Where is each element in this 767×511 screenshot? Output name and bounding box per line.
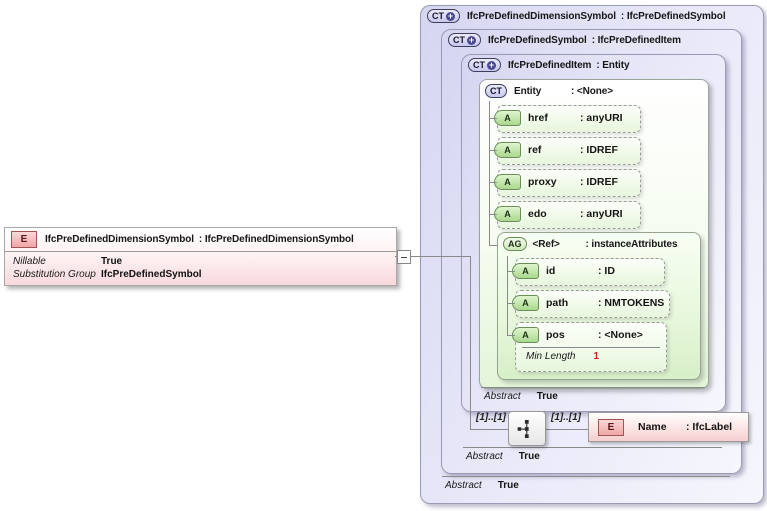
connector-line <box>507 303 515 304</box>
collapse-handle[interactable] <box>397 250 411 264</box>
facet-min-length: Min Length 1 <box>526 351 600 362</box>
cardinality-label: [1]..[1] <box>476 412 506 423</box>
connector-line <box>489 214 497 215</box>
property-row-substitution-group: Substitution Group IfcPreDefinedSymbol <box>13 269 202 280</box>
complextype-badge: CT <box>485 84 507 98</box>
connector-line <box>544 429 588 430</box>
attribute-badge: A <box>512 295 539 311</box>
complextype-header-middle[interactable]: CT+ IfcPreDefinedSymbol: IfcPreDefinedIt… <box>448 33 681 47</box>
connector-line <box>489 118 497 119</box>
element-badge: E <box>598 418 624 436</box>
attribute-badge: A <box>494 206 521 222</box>
entity-header[interactable]: CT Entity: <None> <box>485 84 613 98</box>
attribute-pos[interactable]: A pos: <None> Min Length 1 <box>512 322 667 372</box>
connector-line <box>470 256 471 430</box>
attribute-proxy[interactable]: A proxy: IDREF <box>494 169 641 197</box>
plus-icon[interactable]: + <box>446 11 455 21</box>
property-row-nillable: Nillable True <box>13 256 123 267</box>
element-badge: E <box>11 231 37 248</box>
cardinality-label: [1]..[1] <box>551 412 581 423</box>
plus-icon[interactable]: + <box>467 35 476 45</box>
attribute-id[interactable]: A id: ID <box>512 258 665 286</box>
element-header: E IfcPreDefinedDimensionSymbol: IfcPreDe… <box>5 228 396 252</box>
connector-line <box>489 101 490 246</box>
complextype-header-inner[interactable]: CT+ IfcPreDefinedItem: Entity <box>468 58 630 72</box>
attribute-ref[interactable]: A ref: IDREF <box>494 137 641 165</box>
abstract-row-inner: Abstract True <box>481 387 705 402</box>
element-box-name[interactable]: E Name : IfcLabel <box>588 412 749 442</box>
connector-line <box>395 256 470 257</box>
attribute-badge: A <box>494 142 521 158</box>
complextype-title: IfcPreDefinedDimensionSymbol: IfcPreDefi… <box>467 10 726 22</box>
abstract-row-middle: Abstract True <box>463 447 722 462</box>
element-properties: Nillable True Substitution Group IfcPreD… <box>5 252 396 281</box>
attribute-badge: A <box>494 174 521 190</box>
element-title: IfcPreDefinedDimensionSymbol: IfcPreDefi… <box>45 234 354 245</box>
plus-icon[interactable]: + <box>487 60 496 70</box>
attribute-href[interactable]: A href: anyURI <box>494 105 641 133</box>
connector-line <box>470 429 508 430</box>
connector-line <box>489 182 497 183</box>
complextype-title: IfcPreDefinedSymbol: IfcPreDefinedItem <box>488 34 681 46</box>
attribute-badge: A <box>512 263 539 279</box>
complextype-title: IfcPreDefinedItem: Entity <box>508 59 630 71</box>
attribute-edo[interactable]: A edo: anyURI <box>494 201 641 229</box>
complextype-badge: CT+ <box>468 58 501 72</box>
divider <box>522 347 660 348</box>
attribute-path[interactable]: A path: NMTOKENS <box>512 290 670 318</box>
abstract-row-outer: Abstract True <box>442 476 730 491</box>
element-box-ifcpredefineddimensionsymbol[interactable]: E IfcPreDefinedDimensionSymbol: IfcPreDe… <box>4 227 397 286</box>
sequence-glyph <box>517 419 529 438</box>
entity-title: Entity: <None> <box>514 85 613 97</box>
attribute-group-title: <Ref>: instanceAttributes <box>532 238 678 250</box>
connector-line <box>489 245 497 246</box>
attribute-group-badge: AG <box>503 237 527 251</box>
complextype-badge: CT+ <box>427 9 460 23</box>
connector-line <box>507 271 515 272</box>
connector-line <box>507 256 508 335</box>
connector-line <box>489 150 497 151</box>
attribute-group-header[interactable]: AG <Ref>: instanceAttributes <box>503 237 678 251</box>
connector-line <box>507 335 515 336</box>
sequence-icon[interactable] <box>508 411 546 446</box>
attribute-badge: A <box>512 327 539 343</box>
complextype-badge: CT+ <box>448 33 481 47</box>
attribute-badge: A <box>494 110 521 126</box>
complextype-header-outer[interactable]: CT+ IfcPreDefinedDimensionSymbol: IfcPre… <box>427 9 726 23</box>
